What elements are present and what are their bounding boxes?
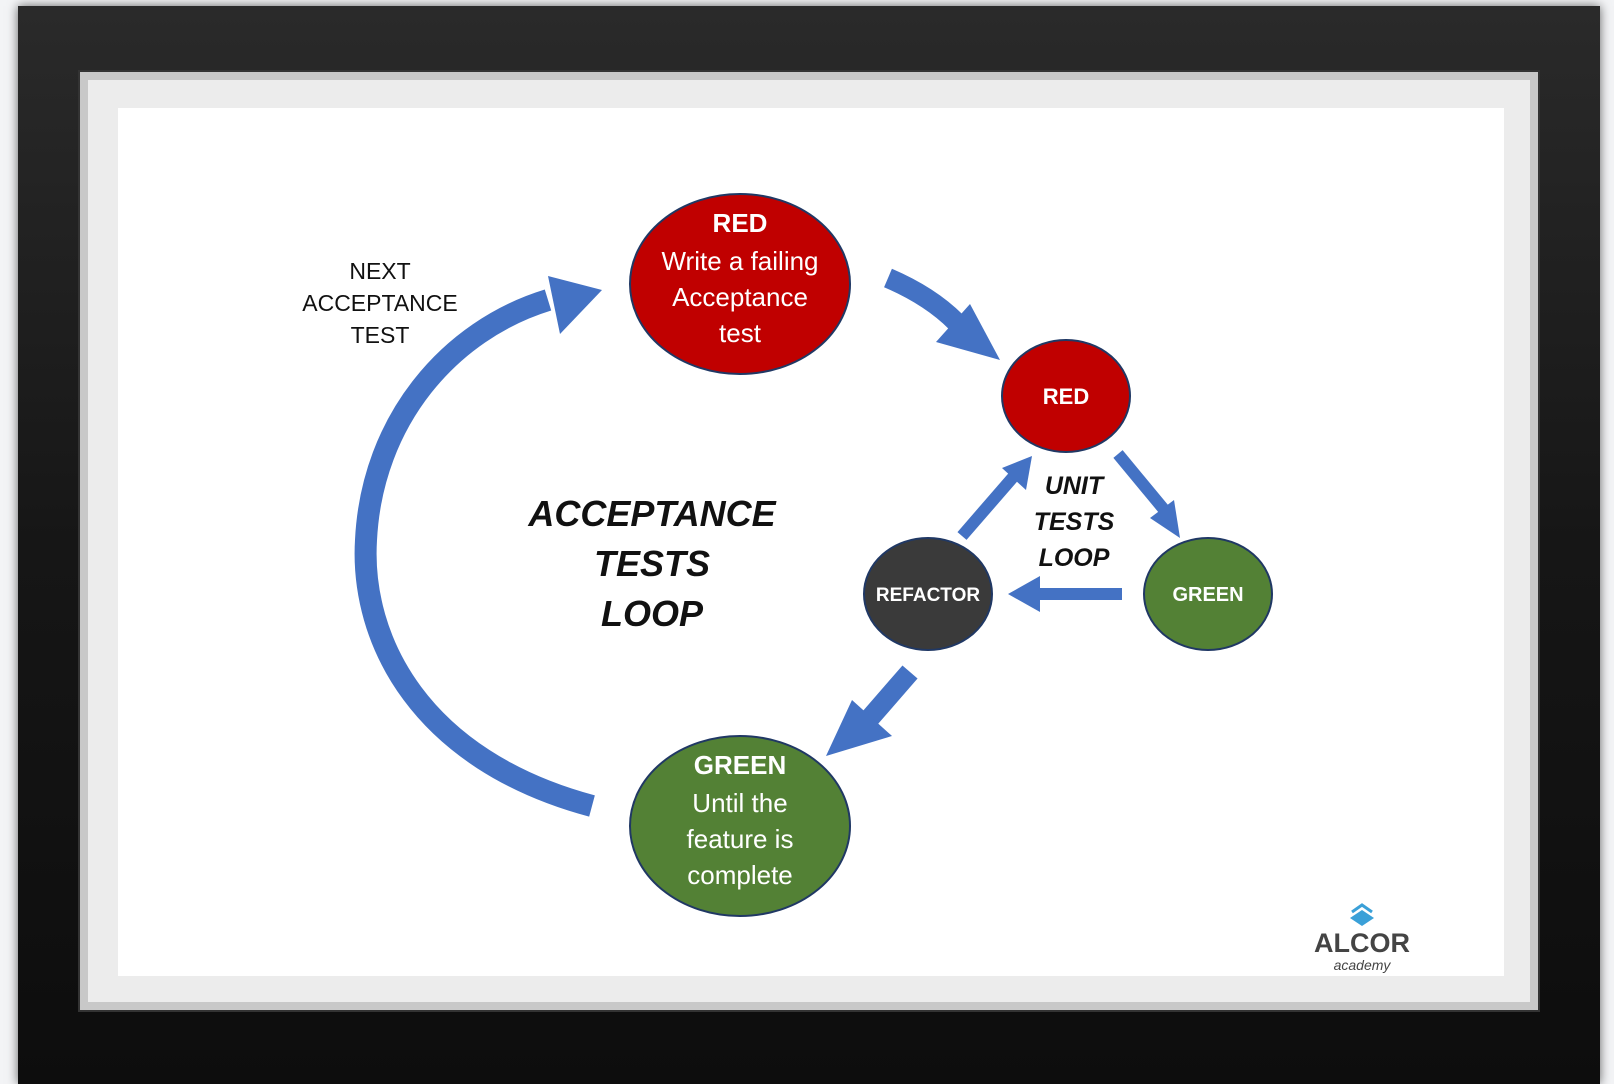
arrow-refactor-to-inner-red	[957, 472, 1019, 540]
outer-red-line-3: test	[719, 318, 762, 348]
outer-green-line-3: complete	[687, 860, 793, 890]
next-label-line-3: TEST	[351, 322, 410, 348]
arrow-inner-red-to-green	[1113, 450, 1171, 516]
arrowhead-green-to-refactor	[1008, 576, 1040, 612]
inner-red-title: RED	[1043, 384, 1089, 409]
outer-red-line-2: Acceptance	[672, 282, 808, 312]
outer-loop-arc-arrow	[354, 289, 595, 817]
inner-red-node	[1001, 339, 1131, 453]
arrowhead-outer-red-to-inner-red	[936, 304, 1000, 360]
outer-red-line-1: Write a failing	[661, 246, 818, 276]
outer-green-title: GREEN	[694, 750, 786, 780]
outer-green-line-2: feature is	[687, 824, 794, 854]
inner-loop-label-line-2: TESTS	[1034, 508, 1115, 536]
alcor-logo-tagline: academy	[1334, 957, 1392, 973]
outer-green-node	[629, 735, 851, 917]
outer-loop-arrowhead	[548, 276, 602, 334]
outer-loop-label-line-1: ACCEPTANCE	[527, 493, 776, 534]
next-label-line-2: ACCEPTANCE	[302, 290, 458, 316]
alcor-logo-icon	[1350, 910, 1374, 926]
arrow-refactor-to-outer-green	[862, 665, 918, 725]
arrowhead-inner-red-to-green	[1150, 500, 1180, 538]
inner-green-title: GREEN	[1172, 584, 1243, 606]
arrowhead-refactor-to-outer-green	[826, 700, 892, 756]
next-label-line-1: NEXT	[349, 258, 410, 284]
inner-loop-label-line-3: LOOP	[1039, 544, 1110, 572]
outer-red-title: RED	[713, 208, 768, 238]
alcor-logo-name: ALCOR	[1314, 928, 1410, 958]
arrowhead-refactor-to-inner-red	[1002, 456, 1032, 490]
alcor-logo-icon-top	[1351, 903, 1373, 914]
picture-frame	[18, 6, 1600, 1084]
arrow-outer-red-to-inner-red	[884, 268, 964, 330]
outer-green-line-1: Until the	[692, 788, 787, 818]
outer-loop-label-line-2: TESTS	[594, 543, 710, 584]
inner-loop-label-line-1: UNIT	[1045, 472, 1106, 500]
inner-green-node	[1143, 537, 1273, 651]
outer-loop-label-line-3: LOOP	[601, 593, 704, 634]
alcor-logo: ALCOR academy	[1314, 903, 1410, 973]
outer-red-node	[629, 193, 851, 375]
refactor-title: REFACTOR	[876, 585, 980, 606]
refactor-node	[863, 537, 993, 651]
